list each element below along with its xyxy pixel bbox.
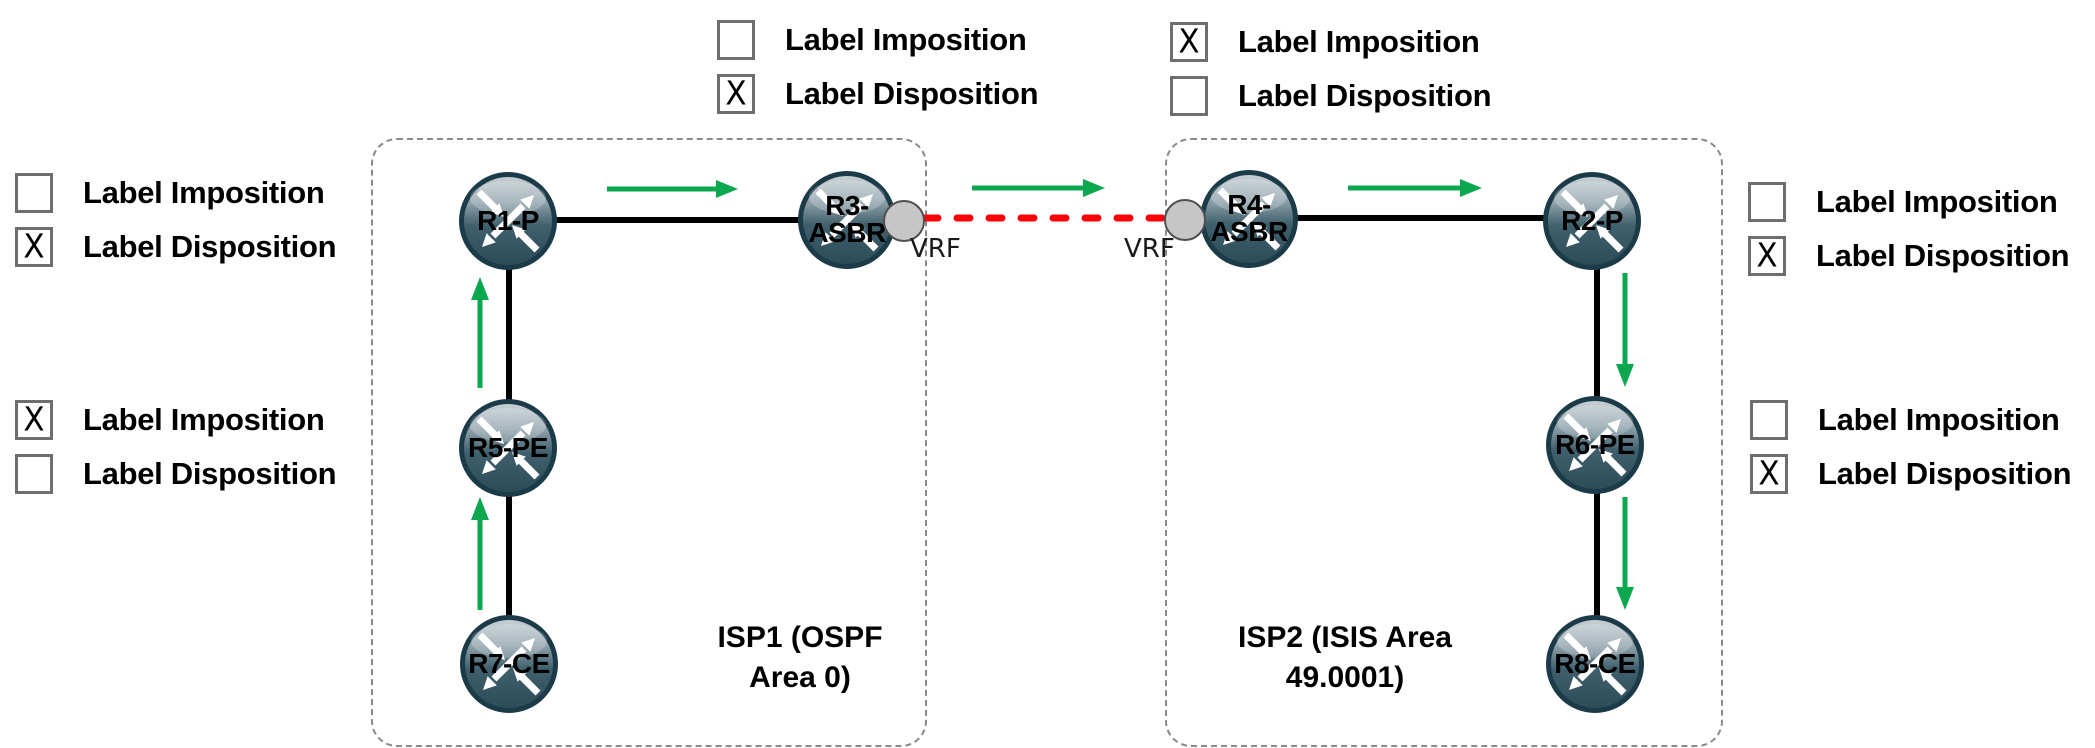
checkbox-mark: X [1756, 236, 1778, 275]
legend-label: Label Imposition [1238, 24, 1480, 59]
legend-right-top: Label Imposition X Label Disposition [1748, 182, 2070, 276]
router-label: R7-CE [451, 614, 567, 714]
router-name-line1: R1-P [477, 204, 539, 236]
checkbox-icon [717, 20, 755, 60]
legend-row: Label Imposition [1748, 182, 2069, 222]
legend-row: X Label Imposition [15, 400, 336, 440]
checkbox-icon [1170, 76, 1208, 116]
flow-arrowhead [471, 277, 489, 300]
checkbox-icon: X [15, 227, 53, 267]
checkbox-icon [15, 173, 53, 213]
checkbox-icon [1748, 182, 1786, 222]
router-r6-pe: R6-PE [1545, 395, 1645, 495]
router-label: R2-P [1534, 171, 1650, 271]
router-label: R8-CE [1537, 614, 1653, 714]
router-name-line2: ASBR [808, 217, 886, 248]
legend-top-middle: Label Imposition X Label Disposition [717, 20, 1039, 114]
legend-row: X Label Disposition [15, 227, 337, 267]
checkbox-icon: X [1748, 236, 1786, 276]
legend-row: Label Imposition [717, 20, 1038, 60]
router-name-line1: R6-PE [1555, 428, 1635, 460]
checkbox-mark: X [725, 74, 747, 113]
legend-label: Label Imposition [83, 402, 325, 437]
vrf-circle-icon [883, 200, 925, 242]
vrf-label-right: VRF [1124, 234, 1175, 264]
isp2-zone-box [1165, 138, 1723, 747]
checkbox-icon: X [717, 74, 755, 114]
legend-left-top: Label Imposition X Label Disposition [15, 173, 337, 267]
router-name-line1: R7-CE [468, 647, 550, 679]
legend-row: Label Imposition [15, 173, 336, 213]
legend-label: Label Disposition [1818, 456, 2072, 491]
router-r5-pe: R5-PE [458, 398, 558, 498]
legend-right-bottom: Label Imposition X Label Disposition [1750, 400, 2072, 494]
router-name-line1: R3- [825, 190, 869, 222]
isp2-zone-label: ISP2 (ISIS Area 49.0001) [1190, 618, 1500, 697]
legend-label: Label Disposition [1816, 238, 2070, 273]
legend-row: X Label Disposition [717, 74, 1039, 114]
legend-label: Label Disposition [83, 456, 337, 491]
traffic-flow-arrows [471, 179, 1634, 610]
flow-arrowhead [1616, 587, 1634, 610]
router-name-line2: ASBR [1210, 216, 1288, 247]
checkbox-icon: X [15, 400, 53, 440]
legend-label: Label Disposition [1238, 78, 1492, 113]
router-name-line1: R5-PE [468, 431, 548, 463]
router-label: R6-PE [1537, 395, 1653, 495]
physical-links [506, 215, 1600, 664]
flow-arrowhead [716, 180, 738, 198]
router-r3-asbr: R3- ASBR [797, 170, 897, 270]
legend-row: Label Imposition [1750, 400, 2071, 440]
isp2-label-line2: 49.0001) [1285, 660, 1405, 694]
router-r4-asbr: R4- ASBR [1199, 169, 1299, 269]
router-name-line1: R8-CE [1554, 647, 1636, 679]
legend-left-bottom: X Label Imposition Label Disposition [15, 400, 337, 494]
legend-label: Label Disposition [785, 76, 1039, 111]
isp1-zone-label: ISP1 (OSPF Area 0) [645, 618, 955, 697]
checkbox-mark: X [23, 227, 45, 266]
router-label: R1-P [450, 171, 566, 271]
legend-label: Label Disposition [83, 229, 337, 264]
router-name-line1: R4- [1227, 189, 1271, 221]
router-name-line1: R2-P [1561, 204, 1623, 236]
legend-label: Label Imposition [1818, 402, 2060, 437]
router-r7-ce: R7-CE [459, 614, 559, 714]
legend-row: X Label Disposition [1750, 454, 2072, 494]
legend-row: Label Disposition [1170, 76, 1492, 116]
legend-row: X Label Disposition [1748, 236, 2070, 276]
legend-row: Label Disposition [15, 454, 337, 494]
checkbox-icon [15, 454, 53, 494]
isp1-label-line1: ISP1 (OSPF [717, 621, 883, 654]
vrf-circle-icon [1164, 199, 1206, 241]
flow-arrowhead [1460, 179, 1482, 197]
legend-label: Label Imposition [1816, 184, 2058, 219]
checkbox-icon: X [1170, 22, 1208, 62]
legend-label: Label Imposition [83, 175, 325, 210]
checkbox-mark: X [1178, 22, 1200, 61]
checkbox-icon: X [1750, 454, 1788, 494]
checkbox-icon [1750, 400, 1788, 440]
isp1-zone-box [371, 138, 927, 747]
legend-label: Label Imposition [785, 22, 1027, 57]
vrf-label-left: VRF [910, 234, 961, 264]
checkbox-mark: X [23, 400, 45, 439]
legend-top-right: X Label Imposition Label Disposition [1170, 22, 1492, 116]
router-r8-ce: R8-CE [1545, 614, 1645, 714]
isp2-label-line1: ISP2 (ISIS Area [1238, 621, 1452, 654]
router-label: R5-PE [450, 398, 566, 498]
router-r1-p: R1-P [458, 171, 558, 271]
router-label: R3- ASBR [789, 170, 905, 270]
checkbox-mark: X [1758, 454, 1780, 493]
flow-arrowhead [471, 497, 489, 520]
flow-arrowhead [1616, 364, 1634, 387]
legend-row: X Label Imposition [1170, 22, 1491, 62]
flow-arrowhead [1083, 179, 1105, 197]
router-label: R4- ASBR [1191, 169, 1307, 269]
isp1-label-line2: Area 0) [749, 660, 851, 694]
router-r2-p: R2-P [1542, 171, 1642, 271]
